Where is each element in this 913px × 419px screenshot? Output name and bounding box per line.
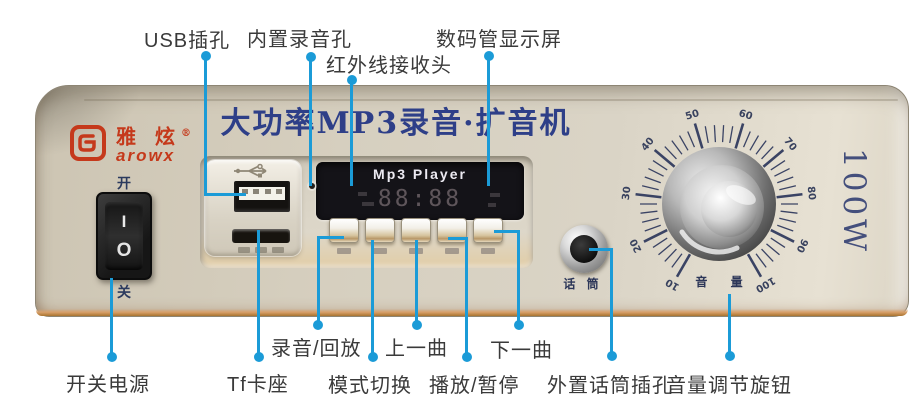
callout-line xyxy=(317,236,344,239)
brand-name-en: arowx xyxy=(116,145,176,165)
rocker[interactable]: I O xyxy=(105,202,143,270)
svg-text:50: 50 xyxy=(684,108,701,123)
callout-label-play-pause: 播放/暂停 xyxy=(429,375,520,397)
callout-label-digital-display: 数码管显示屏 xyxy=(436,29,562,51)
callout-line xyxy=(448,237,468,240)
callout-dot xyxy=(607,351,617,361)
mic-jack[interactable] xyxy=(560,225,608,273)
brand-logo-icon xyxy=(70,125,106,161)
tf-card-slot[interactable] xyxy=(232,229,290,243)
callout-line xyxy=(465,237,468,354)
panel-bottom-edge xyxy=(36,309,908,316)
built-in-mic-hole xyxy=(309,183,315,189)
callout-label-tf-card-slot: Tf卡座 xyxy=(227,374,289,396)
display-indicator xyxy=(488,203,496,207)
callout-line xyxy=(517,230,520,322)
brand-logo: 雅 炫® arowx xyxy=(69,124,191,165)
callout-label-volume-knob: 音量调节旋钮 xyxy=(666,375,792,397)
callout-label-record-playback: 录音/回放 xyxy=(271,338,362,360)
callout-line xyxy=(350,82,353,186)
callout-line xyxy=(204,193,246,196)
callout-line xyxy=(317,236,320,322)
svg-text:60: 60 xyxy=(737,108,754,123)
callout-line xyxy=(110,278,113,356)
usb-port-tongue xyxy=(239,187,285,200)
button-record-playback[interactable] xyxy=(329,218,359,243)
callout-dot xyxy=(412,320,422,330)
callout-label-mode-switch: 模式切换 xyxy=(328,375,412,397)
callout-label-prev-track: 上一曲 xyxy=(385,338,448,360)
button-caption-mark xyxy=(481,248,495,254)
power-rocker-switch[interactable]: I O xyxy=(96,192,152,280)
svg-text:80: 80 xyxy=(805,186,818,201)
callout-line xyxy=(610,248,613,353)
power-rating: 100W xyxy=(836,148,872,256)
callout-label-external-mic-jack: 外置话筒插孔 xyxy=(547,375,673,397)
callout-line xyxy=(257,230,260,356)
callout-dot xyxy=(347,75,357,85)
callout-label-ir-receiver: 红外线接收头 xyxy=(326,55,452,77)
display-brand-text: Mp3 Player xyxy=(373,166,467,182)
callout-line xyxy=(487,58,490,186)
callout-dot xyxy=(725,351,735,361)
callout-label-power-switch: 开关电源 xyxy=(66,374,150,396)
panel-title: 大功率MP3录音·扩音机 xyxy=(220,106,572,141)
svg-text:30: 30 xyxy=(621,186,634,201)
panel-top-seam xyxy=(84,99,898,101)
callout-line xyxy=(371,240,374,354)
usb-tf-plate xyxy=(205,160,301,256)
callout-dot xyxy=(462,352,472,362)
callout-dot xyxy=(514,320,524,330)
rocker-on-symbol: I xyxy=(121,212,127,231)
callout-dot xyxy=(484,51,494,61)
callout-dot xyxy=(313,320,323,330)
slot-embossed-marks xyxy=(232,247,290,253)
callout-line xyxy=(204,57,207,196)
display-indicator xyxy=(362,202,374,206)
display-digits: 88:88 xyxy=(377,186,463,212)
callout-label-next-track: 下一曲 xyxy=(490,340,553,362)
callout-label-recording-hole: 内置录音孔 xyxy=(247,29,352,51)
callout-line xyxy=(415,240,418,322)
digital-display: Mp3 Player 88:88 xyxy=(316,162,524,220)
amplifier-front-panel: 雅 炫® arowx 大功率MP3录音·扩音机 开 I O 关 xyxy=(35,85,909,317)
usb-logo-icon xyxy=(234,163,267,178)
svg-text:10: 10 xyxy=(664,276,682,293)
callout-line xyxy=(309,58,312,186)
brand-name-cn: 雅 炫® xyxy=(116,124,191,149)
display-indicator xyxy=(358,192,367,196)
callout-line xyxy=(589,248,613,251)
callout-dot xyxy=(306,52,316,62)
volume-knob-caption: 音 量 xyxy=(695,275,753,289)
button-mode-switch[interactable] xyxy=(365,218,395,243)
button-caption-mark xyxy=(337,248,351,254)
button-caption-mark xyxy=(445,248,459,254)
player-module: Mp3 Player 88:88 xyxy=(200,156,533,268)
registered-trademark: ® xyxy=(180,128,191,139)
callout-line xyxy=(728,294,731,353)
svg-text:90: 90 xyxy=(794,237,810,254)
rocker-off-symbol: O xyxy=(116,240,132,261)
switch-on-caption: 开 xyxy=(117,175,131,191)
button-caption-mark xyxy=(373,248,387,254)
callout-label-usb-port: USB插孔 xyxy=(144,30,231,52)
callout-line xyxy=(494,230,520,233)
mic-jack-caption: 话 筒 xyxy=(563,277,603,291)
callout-dot xyxy=(254,352,264,362)
switch-off-caption: 关 xyxy=(117,284,131,300)
usb-port[interactable] xyxy=(234,181,290,212)
callout-dot xyxy=(201,51,211,61)
callout-dot xyxy=(107,352,117,362)
svg-text:20: 20 xyxy=(628,237,644,254)
callout-dot xyxy=(368,352,378,362)
display-indicator xyxy=(490,193,500,197)
